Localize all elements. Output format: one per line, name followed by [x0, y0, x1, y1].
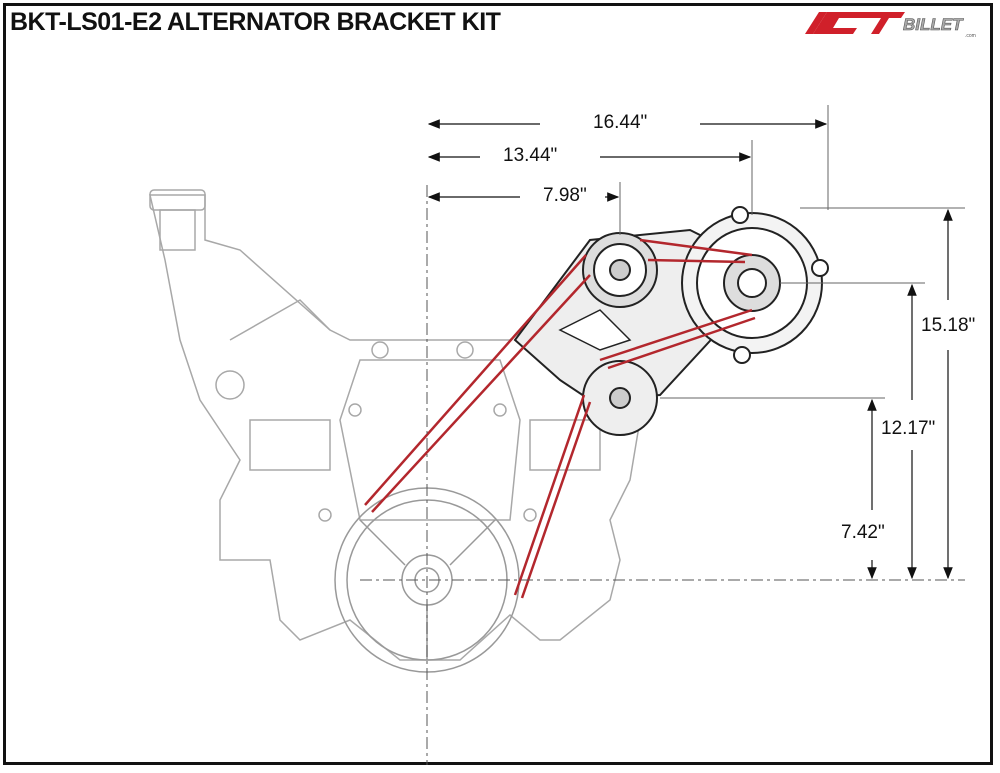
serpentine-belt: [364, 238, 756, 599]
extension-lines: [619, 105, 965, 399]
dimension-12-17: 12.17": [878, 418, 939, 440]
drawing-frame: [3, 3, 993, 765]
idler-pulley: [582, 232, 658, 308]
page-title: BKT-LS01-E2 ALTERNATOR BRACKET KIT: [10, 8, 501, 36]
dimension-7-42: 7.42": [838, 522, 888, 544]
ict-billet-logo: BILLET .com: [805, 12, 976, 38]
centerlines: [360, 185, 965, 765]
engine-block-outline: [149, 189, 641, 661]
dimension-13-44: 13.44": [500, 145, 561, 167]
svg-text:BILLET: BILLET: [903, 15, 964, 34]
dimension-16-44: 16.44": [590, 112, 651, 134]
alternator: [681, 206, 829, 364]
svg-text:.com: .com: [965, 33, 976, 38]
dimension-lines: [427, 119, 953, 580]
dimension-7-98: 7.98": [540, 185, 590, 207]
dimension-15-18: 15.18": [918, 315, 979, 337]
lower-idler-pulley: [582, 360, 658, 436]
